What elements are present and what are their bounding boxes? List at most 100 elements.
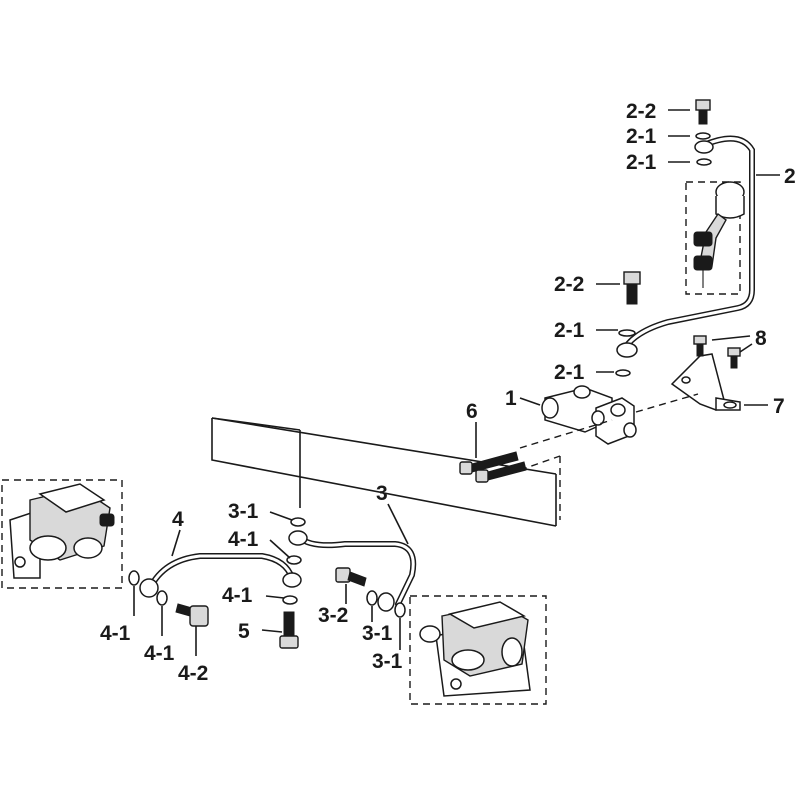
bolt-5-thread (283, 611, 295, 637)
washer-2-1-top-lower (696, 158, 712, 166)
bolt-6-a-head (459, 461, 473, 475)
bolt-8-b-thread (730, 355, 738, 369)
washer-4-1-center-lower (282, 595, 298, 605)
label-3: 3 (376, 482, 388, 505)
brake-hose-4 (147, 529, 295, 591)
label-4-1-b: 4-1 (222, 584, 253, 607)
bolt-6-b-shank (487, 461, 527, 481)
bolts-8 (693, 335, 741, 369)
master-cylinder-clamp (693, 231, 713, 247)
label-2-2-mid: 2-2 (554, 273, 584, 296)
washer-4-1-center (286, 555, 302, 565)
leader-4 (171, 529, 181, 557)
left-caliper-bleed (99, 513, 115, 527)
brake-distributor-1 (541, 385, 637, 445)
label-6: 6 (466, 400, 478, 423)
bracket-hole (681, 376, 691, 384)
label-3-1-c: 3-1 (372, 650, 403, 673)
banjo-fitting-top (694, 140, 714, 154)
label-5: 5 (238, 620, 250, 643)
washer-3-1-right-b (394, 602, 406, 618)
middle-banjo-bolt-2-2 (623, 271, 641, 305)
leader-3 (387, 503, 409, 545)
bolts-6 (459, 451, 527, 483)
master-cylinder-group (685, 181, 745, 295)
bolt-4-2 (175, 603, 209, 627)
bolt-8-a-head (693, 335, 707, 345)
label-leaders-bottom (133, 511, 401, 656)
right-caliper-slot (501, 637, 523, 667)
right-caliper-bleed (419, 625, 441, 643)
left-caliper-group (1, 479, 123, 589)
left-caliper-top (38, 483, 106, 513)
left-caliper-piston-b (73, 537, 103, 559)
part-labels: 2-2 2-1 2-1 2 2-2 2-1 2-1 8 1 7 6 3 3-1 … (100, 100, 796, 685)
right-caliper-top (448, 601, 526, 629)
bolt-5-head (279, 635, 299, 649)
bolt-4-2-head (189, 605, 209, 627)
label-1: 1 (505, 387, 517, 410)
bolt-6-a-shank (471, 451, 519, 473)
right-caliper-group (409, 595, 547, 705)
banjo-3-center (288, 530, 308, 546)
banjo-3-right (377, 592, 395, 612)
right-caliper-hole (450, 678, 462, 690)
banjo-fitting-mid (616, 342, 638, 358)
washer-2-1-top (695, 132, 711, 140)
label-7: 7 (773, 395, 785, 418)
bolt-8-b-head (727, 347, 741, 357)
label-2-2-top: 2-2 (626, 100, 656, 123)
bolt-3-2 (335, 567, 367, 587)
right-caliper-piston (451, 649, 485, 671)
right-caliper-dashed-box (409, 595, 547, 705)
assembly-line-a (519, 419, 613, 449)
label-2-1-mid-b: 2-1 (554, 361, 585, 384)
label-2-1-mid-a: 2-1 (554, 319, 585, 342)
brake-pipe-2 (625, 135, 755, 347)
reference-outline-top (211, 417, 557, 475)
bracket-foot-hole (723, 401, 737, 409)
distributor-port-top (573, 385, 591, 399)
banjo-4-left (139, 578, 159, 598)
left-caliper-hole (14, 556, 26, 568)
label-4-1-c: 4-1 (100, 622, 131, 645)
label-2-1-top-a: 2-1 (626, 125, 657, 148)
distributor-port-left (541, 397, 559, 419)
label-3-1-b: 3-1 (362, 622, 393, 645)
bolt-3-2-thread (347, 571, 367, 587)
reservoir-body (715, 196, 745, 219)
bolt-thread-mid (626, 283, 638, 305)
bolt-thread (698, 109, 708, 125)
master-cylinder-clamp-lower (693, 255, 713, 271)
assembly-line-b (519, 455, 561, 471)
distributor-port-front (623, 422, 637, 438)
bolt-6-b-head (475, 469, 489, 483)
bolt-head (695, 99, 711, 111)
label-3-2: 3-2 (318, 604, 348, 627)
label-4-2: 4-2 (178, 662, 208, 685)
washer-3-1-center (290, 517, 306, 527)
bracket-7 (670, 353, 741, 411)
distributor-port-right (610, 403, 626, 417)
left-caliper-piston (29, 535, 67, 561)
washer-4-1-left-b (156, 590, 168, 606)
label-8: 8 (755, 327, 767, 350)
label-2: 2 (784, 165, 796, 188)
label-3-1-a: 3-1 (228, 500, 259, 523)
leader-lines (475, 109, 780, 458)
bolt-head-mid (623, 271, 641, 285)
label-4: 4 (172, 508, 184, 531)
bolt-5 (279, 611, 299, 649)
washer-4-1-left-a (128, 570, 140, 586)
brake-hose-3 (297, 503, 417, 607)
master-cylinder-dashed-box (685, 181, 741, 295)
washer-2-1-mid-lower (615, 369, 631, 377)
label-2-1-top-b: 2-1 (626, 151, 657, 174)
left-caliper-dashed-box (1, 479, 123, 589)
bolt-8-a-thread (696, 343, 704, 357)
washer-2-1-mid (618, 329, 636, 337)
banjo-4-center (282, 572, 302, 588)
label-4-1-a: 4-1 (228, 528, 259, 551)
assembly-line-c (635, 393, 699, 413)
